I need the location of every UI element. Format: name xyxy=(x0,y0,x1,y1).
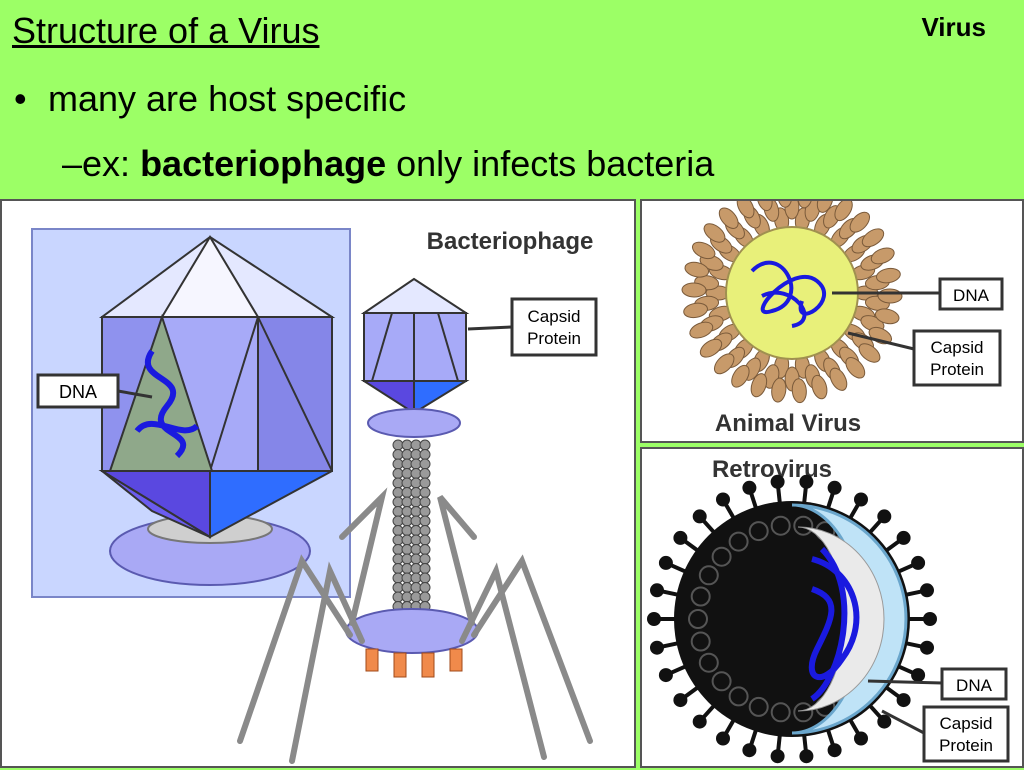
dna-strand xyxy=(134,349,200,459)
tail-fibers xyxy=(237,487,593,764)
animal-dna-label-box xyxy=(938,277,1004,311)
retro-capsid-label-line1: Capsid xyxy=(940,714,993,733)
retro-dna-label-box xyxy=(940,667,1008,701)
animal-virus-diagram: DNA Capsid Protein Animal Virus xyxy=(681,201,1004,437)
retrovirus-dna xyxy=(808,546,860,702)
tail-sheath xyxy=(392,439,431,622)
bullet-item: • many are host specific xyxy=(14,78,406,120)
animal-capsid-label-line2: Protein xyxy=(930,360,984,379)
bacteriophage-title: Bacteriophage xyxy=(427,228,594,255)
retro-capsid-label-line2: Protein xyxy=(939,736,993,755)
animal-virus-shell xyxy=(681,201,903,404)
retro-dna-label: DNA xyxy=(956,676,993,695)
tail-spikes xyxy=(365,648,463,678)
sub-bullet-dash: – xyxy=(62,143,83,184)
bullet-text: many are host specific xyxy=(48,78,407,119)
animal-dna-label: DNA xyxy=(953,286,990,305)
capsid-bottom-right xyxy=(209,470,333,539)
retrovirus-diagram: Retrovirus DNA Capsid Protein xyxy=(647,456,1010,764)
animal-virus-title: Animal Virus xyxy=(715,410,861,437)
bacteriophage-panel: DNA Bacteriophage xyxy=(0,199,636,768)
small-phage-head-top xyxy=(360,277,470,314)
dna-label: DNA xyxy=(59,382,97,402)
animal-capsid-label-box xyxy=(912,329,1002,387)
bacteriophage-diagram: DNA Bacteriophage xyxy=(31,228,598,764)
small-phage-collar xyxy=(367,408,461,438)
bullet-dot: • xyxy=(14,78,27,119)
phage-capsid-label-line1: Capsid xyxy=(528,307,581,326)
dna-label-box xyxy=(36,373,120,409)
base-plate xyxy=(345,608,479,654)
animal-virus-panel: DNA Capsid Protein Animal Virus xyxy=(640,199,1024,443)
sub-bullet-bold: bacteriophage xyxy=(140,143,387,184)
sub-bullet-suffix: only infects bacteria xyxy=(386,143,715,184)
slide-title: Structure of a Virus xyxy=(12,10,320,51)
animal-virus-dna xyxy=(750,260,826,328)
phage-capsid-label-box xyxy=(510,297,598,357)
phage-capsid-label-line2: Protein xyxy=(527,329,581,348)
retro-capsid-label-box xyxy=(922,705,1010,763)
corner-label: Virus xyxy=(921,12,986,42)
sub-bullet-prefix: ex: xyxy=(82,143,141,184)
animal-capsid-label-line1: Capsid xyxy=(931,338,984,357)
sub-bullet-item: –ex: bacteriophage only infects bacteria xyxy=(62,143,714,185)
retrovirus-panel: Retrovirus DNA Capsid Protein xyxy=(640,447,1024,768)
